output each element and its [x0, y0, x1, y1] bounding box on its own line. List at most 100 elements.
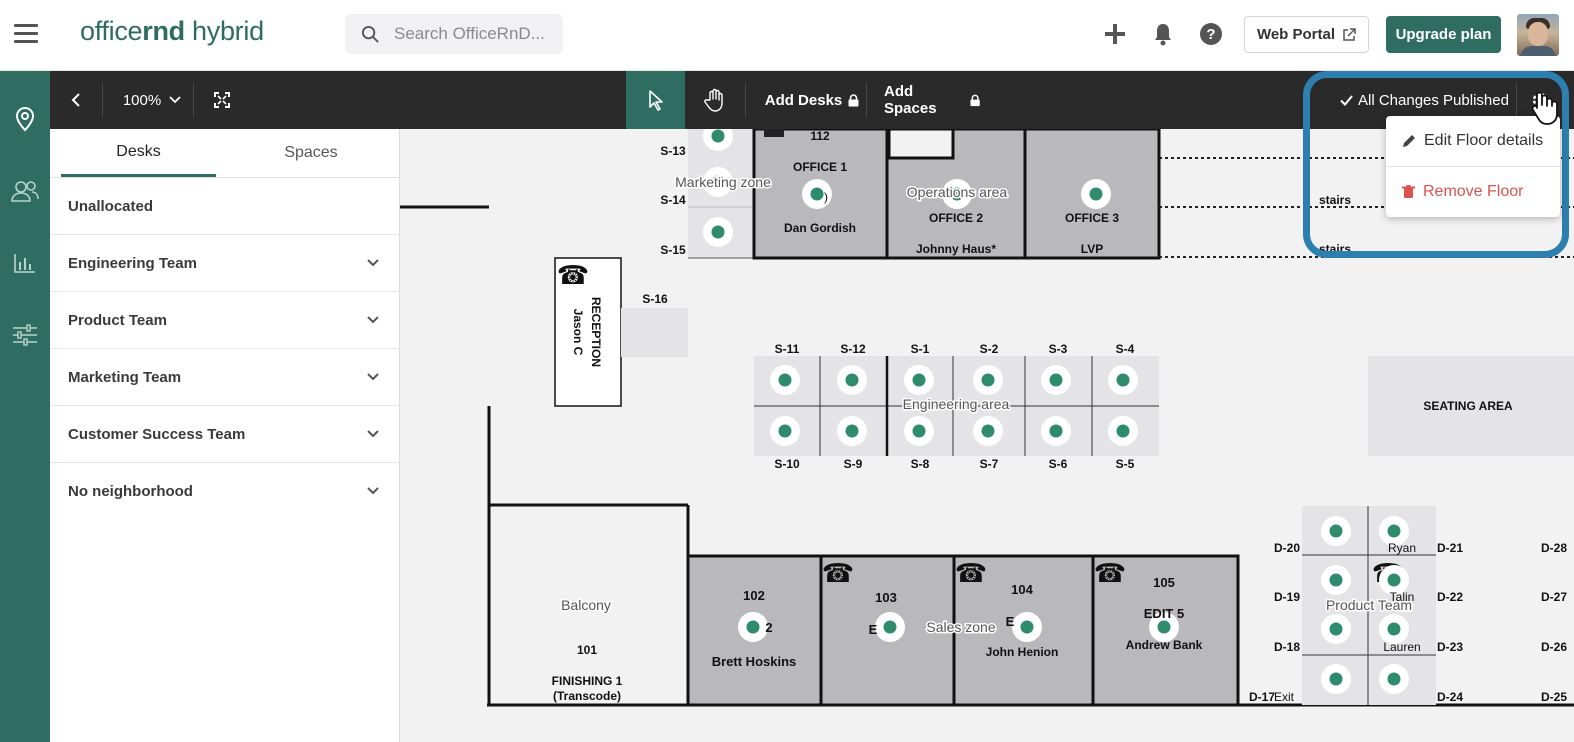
pan-tool-button[interactable]	[700, 71, 730, 129]
avatar[interactable]	[1517, 14, 1559, 56]
bell-icon[interactable]	[1151, 22, 1175, 46]
svg-text:103: 103	[875, 590, 897, 605]
zoom-value: 100%	[122, 91, 162, 109]
svg-text:D-17: D-17	[1249, 690, 1275, 704]
svg-text:Ryan: Ryan	[1388, 541, 1416, 555]
pointer-icon	[648, 90, 663, 111]
svg-text:D-22: D-22	[1437, 590, 1463, 604]
top-header: officernd hybrid ? Web Portal Upgrade pl…	[0, 0, 1574, 71]
group-engineering-team[interactable]: Engineering Team	[50, 235, 400, 292]
floor-options-menu: Edit Floor details Remove Floor	[1386, 116, 1560, 217]
remove-floor-label: Remove Floor	[1423, 183, 1524, 200]
lock-icon	[848, 93, 859, 106]
svg-text:D-25: D-25	[1541, 690, 1567, 704]
svg-text:S-9: S-9	[844, 457, 863, 471]
svg-text:SEATING AREA: SEATING AREA	[1423, 399, 1513, 413]
svg-text:S-5: S-5	[1116, 457, 1135, 471]
fullscreen-button[interactable]	[208, 71, 236, 129]
svg-text:D-24: D-24	[1437, 690, 1463, 704]
check-icon	[1340, 94, 1353, 106]
svg-text:☎: ☎	[955, 558, 987, 588]
svg-text:Andrew Bank: Andrew Bank	[1126, 638, 1203, 652]
svg-text:D-27: D-27	[1541, 590, 1567, 604]
svg-text:D-23: D-23	[1437, 640, 1463, 654]
publish-status: All Changes Published	[1340, 71, 1509, 129]
zoom-select[interactable]: 100%	[112, 71, 192, 129]
svg-text:D-26: D-26	[1541, 640, 1567, 654]
svg-text:OFFICE 2: OFFICE 2	[929, 211, 983, 225]
tab-spaces[interactable]: Spaces	[284, 144, 338, 161]
edit-floor-details-item[interactable]: Edit Floor details	[1386, 116, 1560, 166]
chevron-down-icon	[367, 316, 379, 324]
location-pin-icon[interactable]	[9, 103, 41, 135]
svg-text:Dan Gordish: Dan Gordish	[784, 221, 856, 235]
floor-plan-canvas[interactable]: ☎ ☎ ☎ ☎ ☎ S-13 S-14 S-15 S-16 112 OFFI	[400, 129, 1574, 742]
svg-text:Marketing zone: Marketing zone	[675, 174, 771, 190]
upgrade-plan-button[interactable]: Upgrade plan	[1386, 16, 1501, 53]
gear-icon	[1532, 92, 1548, 108]
chevron-down-icon	[367, 373, 379, 381]
svg-text:Brett Hoskins: Brett Hoskins	[712, 654, 797, 669]
group-label: Customer Success Team	[68, 425, 246, 443]
svg-text:112: 112	[810, 129, 830, 143]
svg-text:stairs: stairs	[1319, 242, 1351, 256]
group-label: Product Team	[68, 311, 167, 329]
hand-icon	[704, 88, 723, 112]
external-link-icon	[1343, 27, 1356, 41]
help-icon[interactable]: ?	[1199, 22, 1223, 46]
analytics-icon[interactable]	[9, 247, 41, 279]
svg-text:D-28: D-28	[1541, 541, 1567, 555]
chevron-left-icon	[71, 93, 80, 107]
svg-text:Product Team: Product Team	[1326, 597, 1412, 613]
svg-text:S-6: S-6	[1049, 457, 1068, 471]
svg-text:OFFICE 3: OFFICE 3	[1065, 211, 1119, 225]
svg-text:☎: ☎	[557, 260, 589, 290]
floor-plan: ☎ ☎ ☎ ☎ ☎ S-13 S-14 S-15 S-16 112 OFFI	[400, 129, 1574, 707]
remove-floor-item[interactable]: Remove Floor	[1386, 167, 1560, 217]
svg-text:S-1: S-1	[911, 342, 930, 356]
group-customer-success-team[interactable]: Customer Success Team	[50, 406, 400, 463]
plus-icon[interactable]	[1103, 22, 1127, 46]
floor-settings-button[interactable]	[1526, 86, 1554, 114]
svg-text:☎: ☎	[1094, 558, 1126, 588]
svg-text:D-19: D-19	[1274, 590, 1300, 604]
svg-text:John Henion: John Henion	[986, 645, 1059, 659]
svg-text:D-21: D-21	[1437, 541, 1463, 555]
left-rail	[0, 71, 50, 742]
search-input[interactable]	[394, 24, 544, 44]
svg-text:RECEPTION: RECEPTION	[589, 297, 603, 367]
svg-text:S-4: S-4	[1116, 342, 1135, 356]
people-icon[interactable]	[9, 175, 41, 207]
group-product-team[interactable]: Product Team	[50, 292, 400, 349]
add-desks-label: Add Desks	[764, 91, 843, 109]
svg-text:S-2: S-2	[980, 342, 999, 356]
menu-icon[interactable]	[14, 24, 38, 44]
svg-text:­): ­)	[824, 190, 828, 204]
add-spaces-button[interactable]: Add Spaces	[884, 71, 980, 129]
chevron-down-icon	[367, 430, 379, 438]
svg-text:S-11: S-11	[775, 342, 800, 356]
svg-text:Johnny Haus*: Johnny Haus*	[916, 242, 996, 256]
group-unallocated[interactable]: Unallocated	[50, 178, 400, 235]
svg-text:S-3: S-3	[1049, 342, 1068, 356]
select-tool-button[interactable]	[626, 71, 685, 129]
svg-text:101: 101	[577, 643, 597, 657]
web-portal-button[interactable]: Web Portal	[1244, 16, 1369, 53]
logo[interactable]: officernd hybrid	[80, 16, 264, 46]
edit-floor-details-label: Edit Floor details	[1424, 132, 1544, 149]
svg-text:D-18: D-18	[1274, 640, 1300, 654]
group-no-neighborhood[interactable]: No neighborhood	[50, 463, 400, 520]
add-desks-button[interactable]: Add Desks	[762, 71, 862, 129]
svg-text:FINISHING 1: FINISHING 1	[552, 674, 623, 688]
svg-text:(Transcode): (Transcode)	[553, 689, 621, 703]
settings-sliders-icon[interactable]	[9, 319, 41, 351]
back-button[interactable]	[62, 71, 90, 129]
group-marketing-team[interactable]: Marketing Team	[50, 349, 400, 406]
svg-text:Jason C: Jason C	[571, 309, 585, 356]
svg-text:104: 104	[1011, 582, 1033, 597]
svg-text:Sales zone: Sales zone	[926, 619, 995, 635]
svg-text:2: 2	[765, 620, 772, 635]
tab-desks[interactable]: Desks	[61, 129, 216, 177]
search-box[interactable]	[345, 14, 563, 54]
chevron-down-icon	[367, 487, 379, 495]
